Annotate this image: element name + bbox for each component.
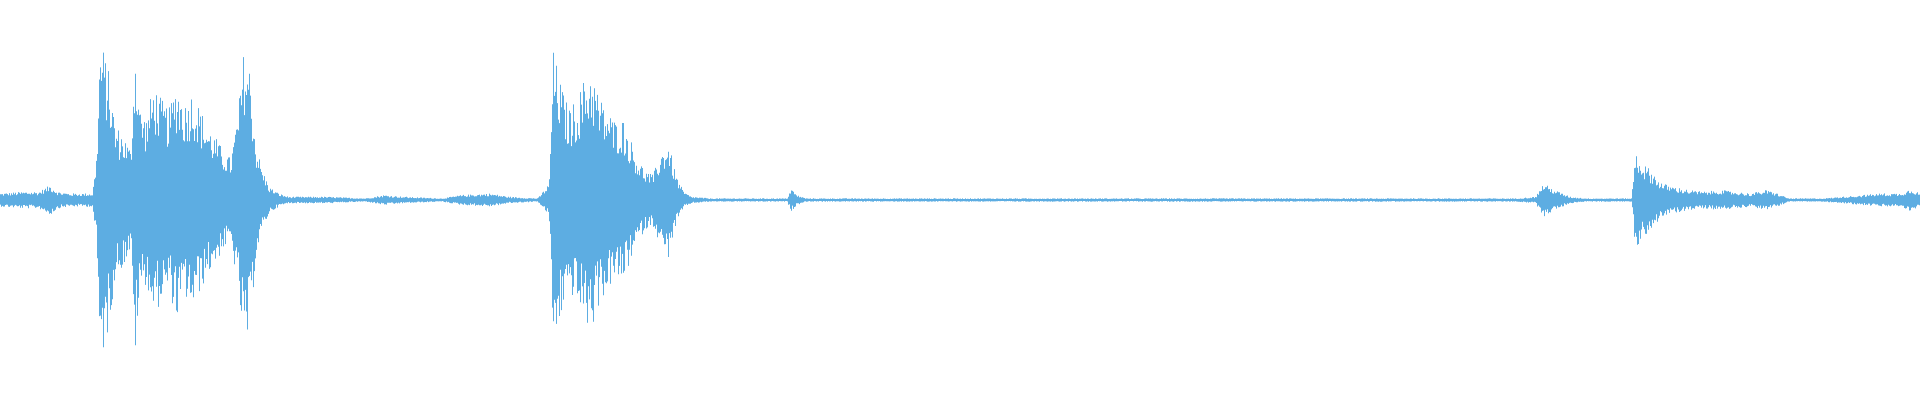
waveform-bars	[0, 52, 1920, 348]
